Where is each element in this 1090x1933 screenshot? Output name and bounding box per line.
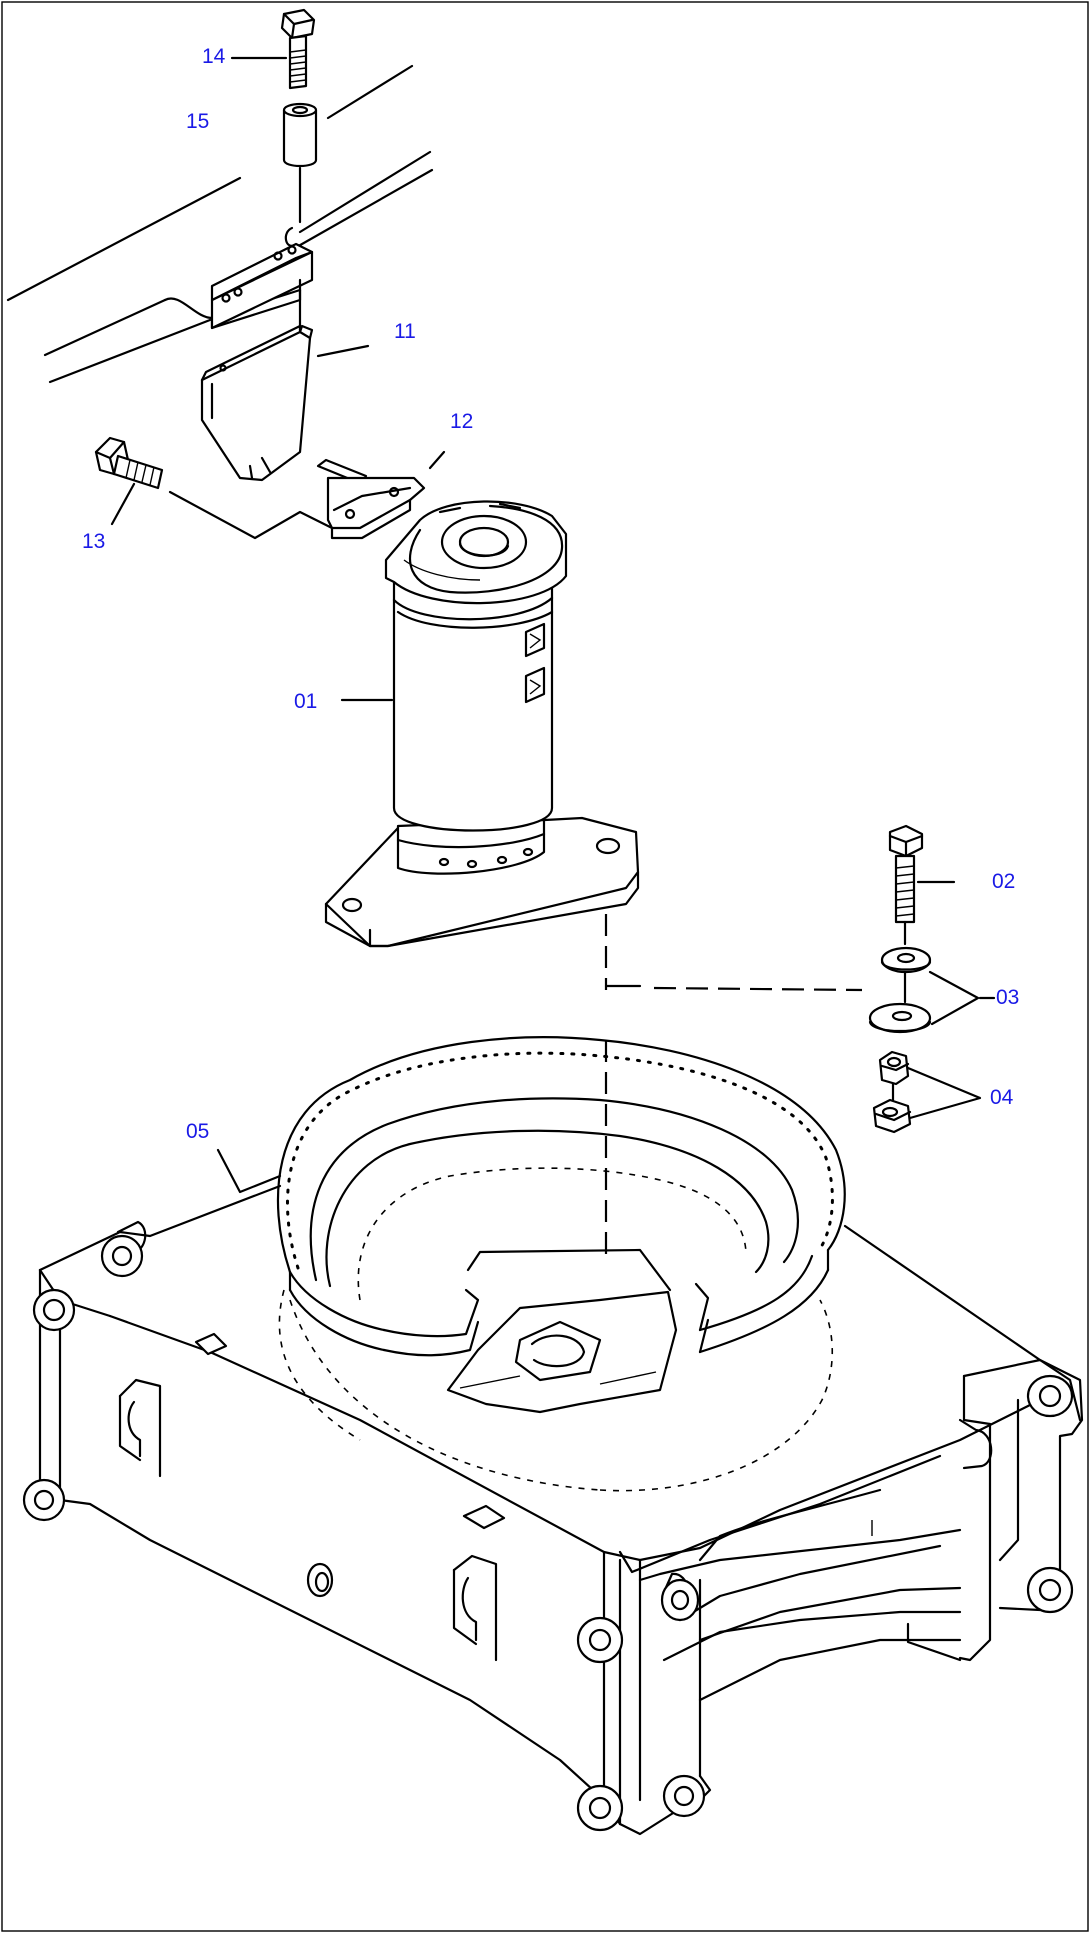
callout-11: 11	[394, 320, 416, 343]
callout-01: 01	[294, 690, 317, 713]
bushing-15	[282, 102, 318, 224]
callout-14: 14	[202, 45, 226, 68]
upper-frame-rail	[6, 64, 434, 384]
callout-04: 04	[990, 1086, 1014, 1109]
cylinder-unit-01	[324, 500, 640, 948]
callout-12: 12	[450, 410, 473, 433]
main-frame-05	[22, 1036, 1084, 1836]
clamp-12	[316, 450, 446, 540]
callout-15: 15	[186, 110, 209, 133]
callout-leaders	[230, 56, 996, 1000]
rail-bracket	[210, 242, 314, 332]
axis-line-13	[168, 490, 334, 540]
bracket-plate-11	[200, 324, 370, 482]
callout-03: 03	[996, 986, 1019, 1009]
callout-05: 05	[186, 1120, 209, 1143]
bolt-02	[888, 824, 956, 946]
assembly-axis-01-03	[604, 914, 863, 992]
bolt-13	[94, 436, 164, 526]
callout-13: 13	[82, 530, 105, 553]
nuts-04	[872, 1050, 982, 1134]
callout-02: 02	[992, 870, 1015, 893]
washers-03	[868, 946, 980, 1034]
bolt-14	[280, 8, 316, 90]
